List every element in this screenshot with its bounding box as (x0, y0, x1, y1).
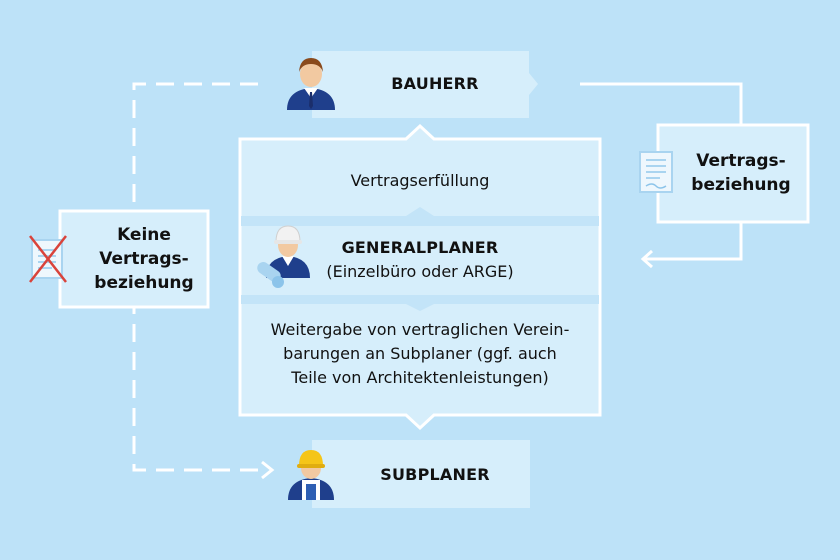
solid-arrowhead (640, 249, 653, 269)
generalplaner-subtitle: (Einzelbüro oder ARGE) (326, 262, 514, 281)
bauherr-label: BAUHERR (391, 74, 479, 93)
generalplaner-box (238, 123, 602, 431)
description-line-2: barungen an Subplaner (ggf. auch (283, 344, 557, 363)
crossed-document-icon (29, 235, 67, 283)
bauherr-node (287, 51, 538, 118)
contract-document-icon (639, 151, 673, 193)
vertrags-line-2: beziehung (691, 175, 791, 195)
vertragsbeziehung-box (656, 123, 810, 224)
subplaner-banner (312, 440, 530, 508)
keine-line-1: Keine (117, 225, 171, 245)
generalplaner-description: Weitergabe von vertraglichen Verein- bar… (240, 318, 600, 390)
keine-line-2: Vertrags- (99, 249, 189, 269)
generalplaner-title: GENERALPLANER (341, 238, 499, 257)
keine-vertragsbeziehung-box (58, 209, 210, 309)
generalplaner-node (238, 123, 602, 431)
blueprint-icon (257, 261, 284, 288)
vertrags-line-1: Vertrags- (696, 151, 786, 171)
description-line-3: Teile von Architektenleistungen) (291, 368, 549, 387)
divider-top (241, 207, 599, 226)
dashed-arrowhead (261, 460, 275, 480)
vertragsbeziehung-text: Vertrags- beziehung (674, 149, 808, 197)
vertragsbeziehung-node (639, 123, 810, 224)
subplaner-label: SUBPLANER (380, 465, 490, 484)
keine-vertragsbeziehung-text: Keine Vertrags- beziehung (84, 223, 204, 295)
bauherr-banner (312, 51, 538, 118)
vertragserfuellung-label: Vertragserfüllung (350, 171, 490, 190)
divider-bottom (241, 295, 599, 311)
subplaner-node (288, 440, 530, 508)
worker-icon (288, 450, 334, 500)
keine-line-3: beziehung (94, 273, 194, 293)
description-line-1: Weitergabe von vertraglichen Verein- (270, 320, 570, 339)
keine-vertragsbeziehung-node (29, 209, 210, 309)
businessman-icon (287, 58, 335, 110)
